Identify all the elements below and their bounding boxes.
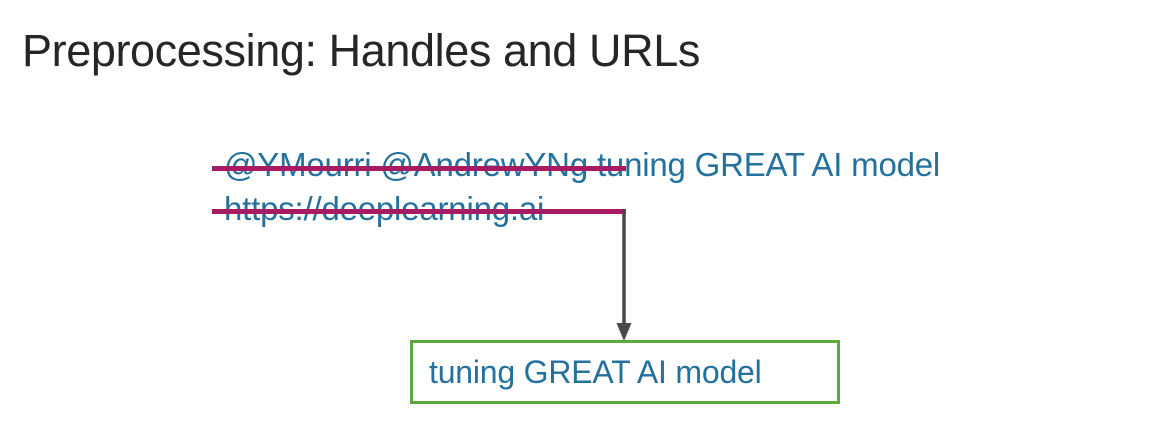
- tweet-text-line-2: https://deeplearning.ai: [224, 192, 544, 225]
- kept-tweet-text: tuning GREAT AI model: [587, 146, 941, 183]
- strikethrough-handles: [212, 166, 626, 171]
- result-box: tuning GREAT AI model: [410, 340, 840, 404]
- arrow-down-icon: [616, 209, 632, 341]
- tweet-text-line-1: @YMourri @AndrewYNg tuning GREAT AI mode…: [224, 148, 940, 181]
- page-title: Preprocessing: Handles and URLs: [22, 25, 700, 76]
- removed-url-text: https://deeplearning.ai: [224, 190, 544, 227]
- result-box-text: tuning GREAT AI model: [429, 353, 762, 390]
- strikethrough-url: [212, 209, 626, 214]
- removed-handles-text: @YMourri @AndrewYNg: [224, 146, 588, 183]
